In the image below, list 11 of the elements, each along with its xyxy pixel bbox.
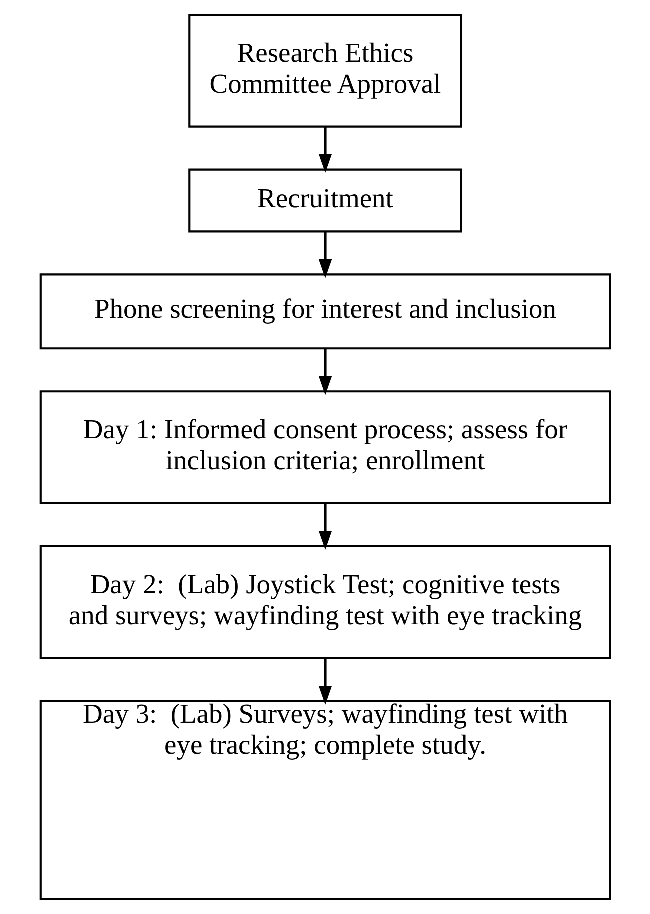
arrow — [318, 126, 332, 174]
node-box: Recruitment — [188, 168, 462, 233]
arrow — [318, 504, 332, 550]
arrow — [318, 348, 332, 396]
node-box: Day 3: (Lab) Surveys; wayfinding test with eye tracking; complete study. — [39, 700, 611, 900]
node-box: Day 1: Informed consent process; assess for inclusion criteria; enrollment — [39, 390, 611, 504]
node-box: Phone screening for interest and inclusion — [39, 274, 611, 350]
node-box: Research Ethics Committee Approval — [188, 14, 462, 128]
arrow — [318, 232, 332, 278]
arrow — [318, 658, 332, 705]
node-box: Day 2: (Lab) Joystick Test; cognitive tests and surveys; wayfinding test with eye tracking — [39, 545, 611, 660]
